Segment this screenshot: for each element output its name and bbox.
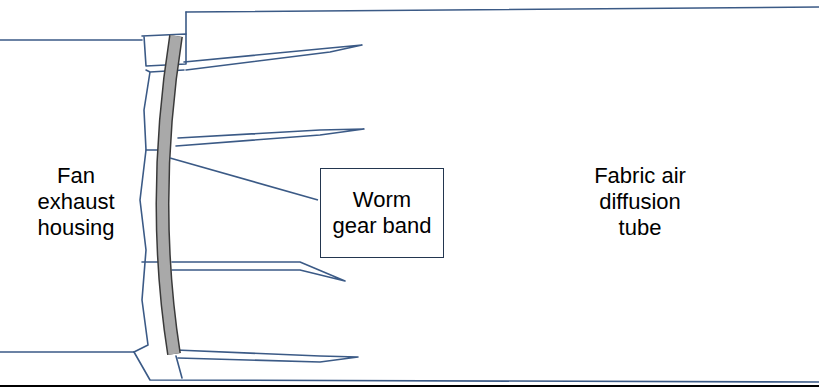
- tube-top-edge: [186, 7, 819, 12]
- region-label: Fabric air diffusion tube: [585, 163, 695, 241]
- tube-pleat: [176, 350, 358, 362]
- tube-pleat: [172, 262, 345, 281]
- bottom-rule: [0, 385, 819, 387]
- worm-gear-band: [162, 36, 176, 354]
- worm-gear-band: [162, 36, 176, 354]
- callout-box: Worm gear band: [320, 168, 444, 258]
- region-label: Fan exhaust housing: [16, 163, 136, 241]
- leader-line: [170, 158, 318, 200]
- callout-text: Worm gear band: [329, 187, 435, 239]
- tube-pleat: [176, 129, 364, 146]
- housing-bottom-edge: [0, 351, 134, 353]
- housing-top-edge: [0, 39, 142, 41]
- tube-bottom-edge: [134, 352, 819, 382]
- tube-pleat: [184, 45, 362, 70]
